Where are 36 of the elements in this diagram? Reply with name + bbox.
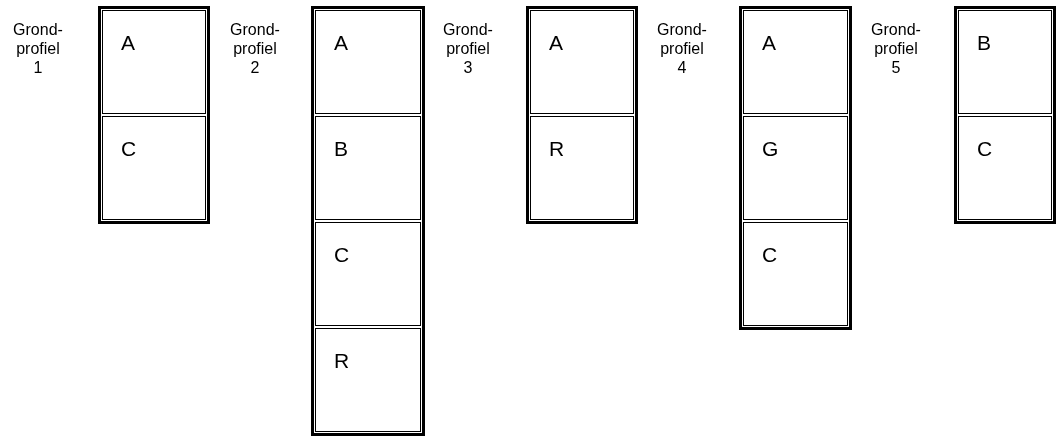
layer-cell [315,222,421,326]
layer-letter: B [977,31,991,55]
layer-cell [530,10,634,114]
layer-cell [958,10,1052,114]
profile-column [739,6,852,330]
layer-cell [743,10,848,114]
layer-cell [743,222,848,326]
layer-letter: A [762,31,776,55]
layer-letter: R [549,137,565,161]
profile-label: Grond- profiel 3 [442,20,494,77]
layer-letter: R [334,349,350,373]
layer-cell [315,10,421,114]
profile-column [311,6,425,436]
layer-letter: B [334,137,348,161]
profile-label: Grond- profiel 2 [229,20,281,77]
profile-column [954,6,1056,224]
layer-letter: A [334,31,348,55]
profile-column [526,6,638,224]
layer-cell [102,116,206,220]
layer-letter: A [549,31,563,55]
profile-column [98,6,210,224]
layer-cell [315,328,421,432]
profile-label: Grond- profiel 4 [656,20,708,77]
layer-cell [102,10,206,114]
layer-cell [315,116,421,220]
layer-letter: C [977,137,993,161]
layer-letter: C [334,243,350,267]
profile-label: Grond- profiel 1 [12,20,64,77]
layer-cell [530,116,634,220]
layer-letter: A [121,31,135,55]
layer-cell [958,116,1052,220]
layer-letter: C [121,137,137,161]
layer-letter: C [762,243,778,267]
layer-letter: G [762,137,779,161]
layer-cell [743,116,848,220]
profile-label: Grond- profiel 5 [870,20,922,77]
